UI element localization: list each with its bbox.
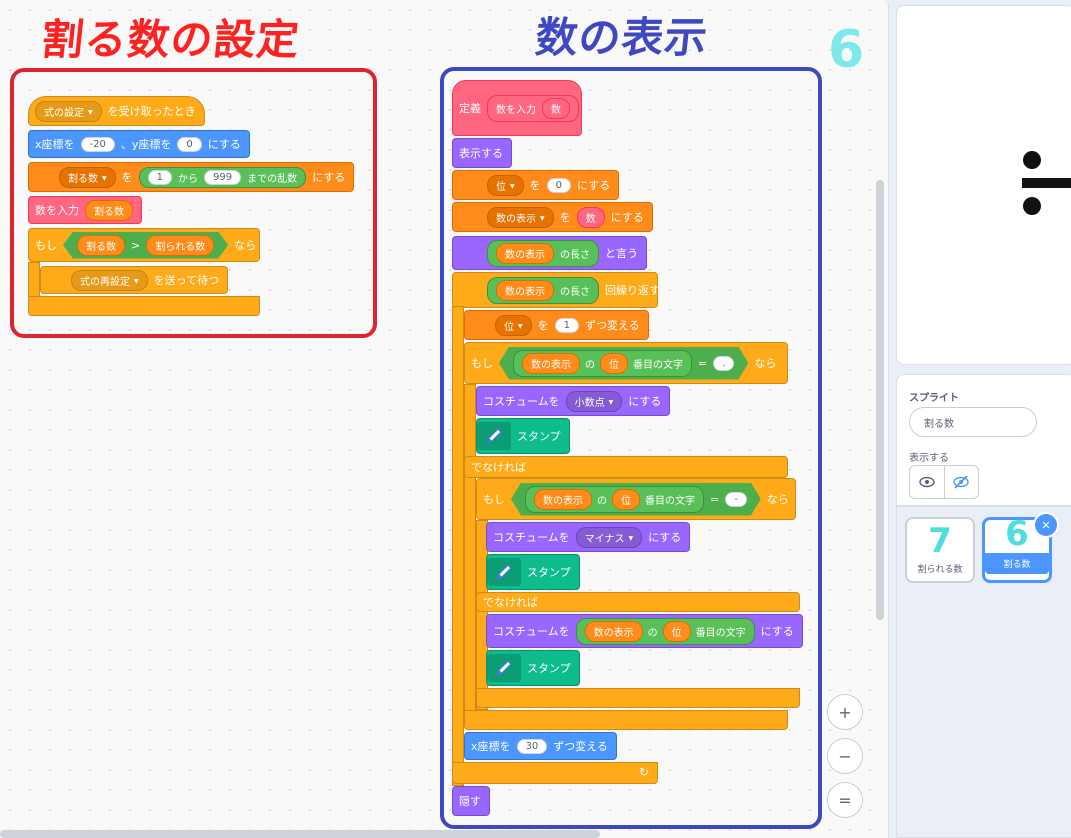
visibility-toggle[interactable] (909, 465, 979, 499)
say-block[interactable]: 数の表示 の長さ と言う (452, 236, 647, 270)
if-else-arm-1 (464, 384, 476, 724)
broadcast-dropdown[interactable]: 式の設定 (35, 100, 102, 122)
letter-of-reporter[interactable]: 数の表示 の 位 番目の文字 (575, 617, 755, 645)
sprite-info-panel: スプライト 割る数 表示する (896, 374, 1071, 506)
if-else-bottom-1 (464, 710, 788, 730)
length-reporter[interactable]: 数の表示 の長さ (487, 276, 599, 304)
change-input[interactable]: 1 (554, 317, 579, 333)
broadcast-and-wait-block[interactable]: 式の再設定 を送って待つ (40, 266, 229, 294)
zoom-in-button[interactable]: + (827, 694, 863, 730)
chevron-down-icon (102, 172, 107, 183)
hide-block[interactable]: 隠す (452, 786, 490, 816)
repeat-arm (452, 306, 464, 786)
else-label-1: でなければ (464, 456, 788, 478)
random-reporter[interactable]: 1 から 999 までの乱数 (138, 166, 307, 188)
sprite-tile-dividend[interactable]: 7 割られる数 (905, 517, 975, 583)
eye-icon[interactable] (910, 466, 945, 498)
trash-icon: ✕ (1041, 518, 1051, 532)
costume-dropdown[interactable]: 小数点 (565, 390, 623, 412)
delete-sprite-button[interactable]: ✕ (1033, 512, 1059, 538)
call-input-number-block[interactable]: 数を入力 割る数 (28, 196, 142, 224)
sprite-name-field[interactable]: 割る数 (909, 407, 1037, 437)
title-number-display: 数の表示 (533, 13, 711, 62)
x-input[interactable]: -20 (80, 136, 115, 152)
zoom-out-button[interactable]: − (827, 738, 863, 774)
if-block-bottom (28, 296, 260, 316)
blue-highlight-frame (440, 67, 822, 829)
random-to-input[interactable]: 999 (204, 169, 242, 185)
switch-costume-block[interactable]: コスチュームを 小数点 にする (476, 386, 671, 416)
stamp-block[interactable]: スタンプ (486, 554, 580, 590)
code-workspace[interactable]: 割る数の設定 数の表示 6 式の設定 を受け取ったとき x座標を -20 、y座… (0, 0, 889, 838)
title-divisor-setup: 割る数の設定 (39, 15, 303, 64)
division-sign-icon (1022, 151, 1071, 215)
zoom-reset-icon: = (838, 790, 852, 810)
zoom-reset-button[interactable]: = (827, 782, 863, 818)
if-block-arm (28, 262, 40, 298)
variable-dropdown[interactable]: 位 (487, 174, 524, 196)
if-else-bottom-2 (476, 688, 800, 708)
show-block[interactable]: 表示する (452, 138, 512, 168)
greater-than-condition[interactable]: 割る数 > 割られる数 (63, 232, 228, 259)
compare-input[interactable]: - (725, 492, 747, 507)
chevron-down-icon (134, 275, 139, 286)
variable-dropdown[interactable]: 割る数 (59, 166, 116, 188)
define-prototype[interactable]: 数を入力 数 (487, 94, 579, 122)
variable-dropdown[interactable]: 数の表示 (487, 206, 554, 228)
if-block[interactable]: もし 割る数 > 割られる数 なら (28, 228, 260, 262)
set-variable-block[interactable]: 割る数 を 1 から 999 までの乱数 にする (28, 162, 355, 192)
sprite-header: スプライト (909, 393, 959, 404)
change-x-input[interactable]: 30 (516, 738, 548, 754)
vertical-scrollbar[interactable] (876, 180, 884, 620)
pen-icon (487, 654, 521, 682)
y-input[interactable]: 0 (177, 136, 202, 152)
broadcast-dropdown[interactable]: 式の再設定 (71, 269, 148, 291)
set-display-block[interactable]: 数の表示 を 数 にする (452, 202, 653, 232)
random-from-input[interactable]: 1 (147, 169, 172, 185)
if-else-block-1[interactable]: もし 数の表示 の 位 番目の文字 = . なら (464, 342, 788, 384)
number-argument-reporter[interactable]: 数 (576, 206, 605, 228)
variable-dropdown[interactable]: 位 (495, 314, 532, 336)
equals-condition[interactable]: 数の表示 の 位 番目の文字 = - (511, 483, 761, 516)
chevron-down-icon (628, 532, 633, 543)
chevron-down-icon (88, 106, 93, 117)
equals-condition[interactable]: 数の表示 の 位 番目の文字 = . (499, 347, 748, 380)
define-block[interactable]: 定義 数を入力 数 (452, 80, 582, 136)
goto-xy-block[interactable]: x座標を -20 、y座標を 0 にする (28, 130, 250, 158)
else-label-2: でなければ (476, 592, 800, 612)
show-label: 表示する (909, 453, 949, 464)
change-digit-block[interactable]: 位 を 1 ずつ変える (464, 310, 649, 340)
loop-arrow-icon: ↻ (638, 765, 649, 779)
red-highlight-frame (10, 68, 377, 338)
stamp-block[interactable]: スタンプ (476, 418, 570, 454)
chevron-down-icon (518, 320, 523, 331)
zoom-in-icon: + (838, 702, 852, 722)
chevron-down-icon (540, 212, 545, 223)
sprite-preview-digit: 6 (828, 20, 865, 80)
switch-costume-block[interactable]: コスチュームを 数の表示 の 位 番目の文字 にする (486, 614, 803, 648)
horizontal-scrollbar[interactable] (0, 830, 600, 838)
length-reporter[interactable]: 数の表示 の長さ (487, 239, 599, 267)
repeat-block[interactable]: 数の表示 の長さ 回繰り返す (452, 272, 660, 308)
switch-costume-block[interactable]: コスチュームを マイナス にする (486, 522, 691, 552)
number-argument[interactable]: 数 (542, 97, 570, 119)
set-digit-block[interactable]: 位 を 0 にする (452, 170, 620, 200)
hat-broadcast-received[interactable]: 式の設定 を受け取ったとき (28, 96, 205, 126)
change-x-block[interactable]: x座標を 30 ずつ変える (464, 732, 617, 760)
stamp-block[interactable]: スタンプ (486, 650, 580, 686)
chevron-down-icon (510, 180, 515, 191)
costume-dropdown[interactable]: マイナス (575, 526, 643, 548)
zoom-out-icon: − (838, 746, 852, 766)
if-else-block-2[interactable]: もし 数の表示 の 位 番目の文字 = - なら (476, 478, 796, 520)
value-input[interactable]: 0 (546, 177, 571, 193)
chevron-down-icon (609, 396, 614, 407)
compare-input[interactable]: . (713, 356, 734, 371)
pen-icon (487, 558, 521, 586)
divisor-reporter[interactable]: 割る数 (85, 199, 133, 221)
repeat-bottom: ↻ (452, 762, 658, 784)
pen-icon (477, 422, 511, 450)
eye-off-icon[interactable] (945, 466, 979, 498)
